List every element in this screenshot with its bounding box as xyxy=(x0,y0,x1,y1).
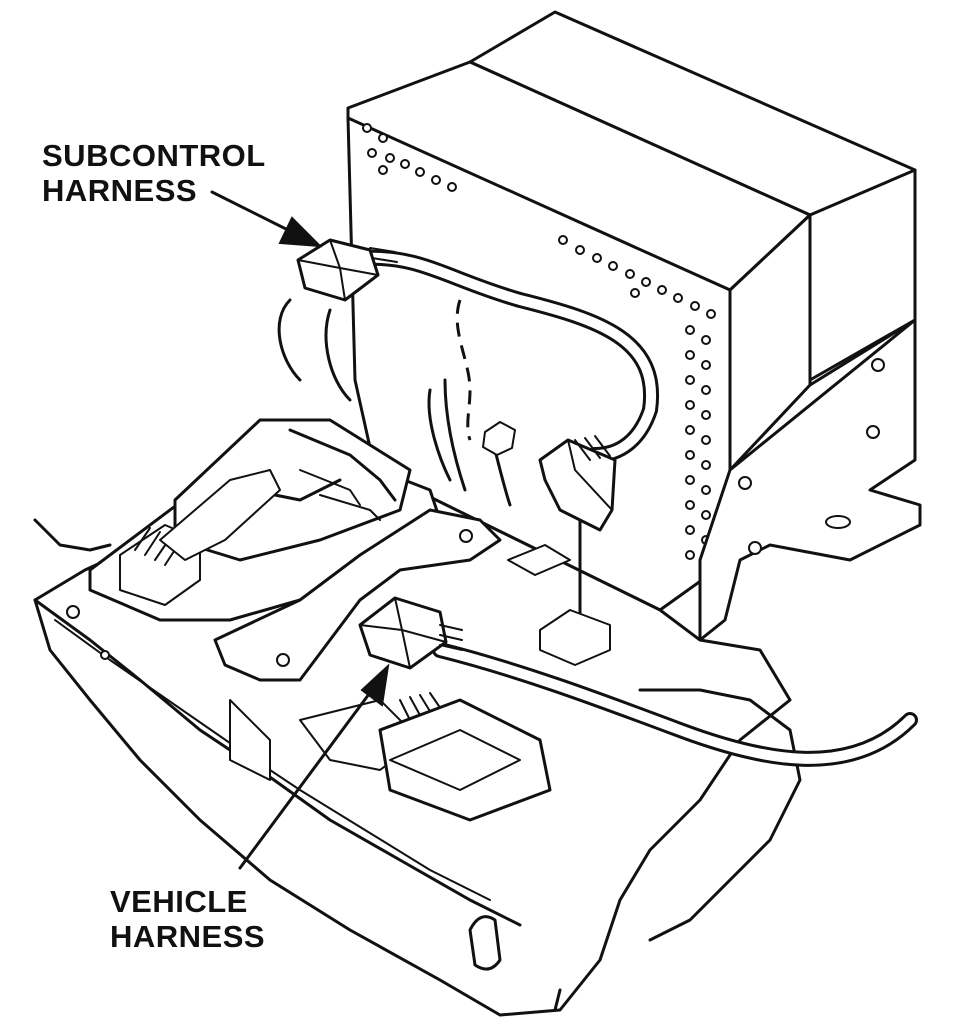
subcontrol-label-line2: HARNESS xyxy=(42,173,198,208)
box-side-connector xyxy=(507,435,617,666)
vehicle-leader-arrow xyxy=(238,663,390,870)
mid-connector xyxy=(482,421,516,456)
harness-wires xyxy=(277,249,918,767)
vehicle-harness-label: VEHICLE HARNESS xyxy=(110,884,265,954)
vehicle-harness-connector[interactable] xyxy=(358,596,463,670)
vent-holes xyxy=(362,123,716,560)
subcontrol-leader-arrow xyxy=(210,190,323,248)
control-module xyxy=(88,418,552,822)
vehicle-label-line2: HARNESS xyxy=(110,919,266,954)
vehicle-label-line1: VEHICLE xyxy=(110,884,248,919)
subcontrol-harness-label: SUBCONTROL HARNESS xyxy=(42,138,266,208)
subcontrol-label-line1: SUBCONTROL xyxy=(42,138,266,173)
ground-plate xyxy=(213,508,502,682)
mounting-bracket xyxy=(698,318,922,642)
subcontrol-harness-connector[interactable] xyxy=(296,238,398,302)
